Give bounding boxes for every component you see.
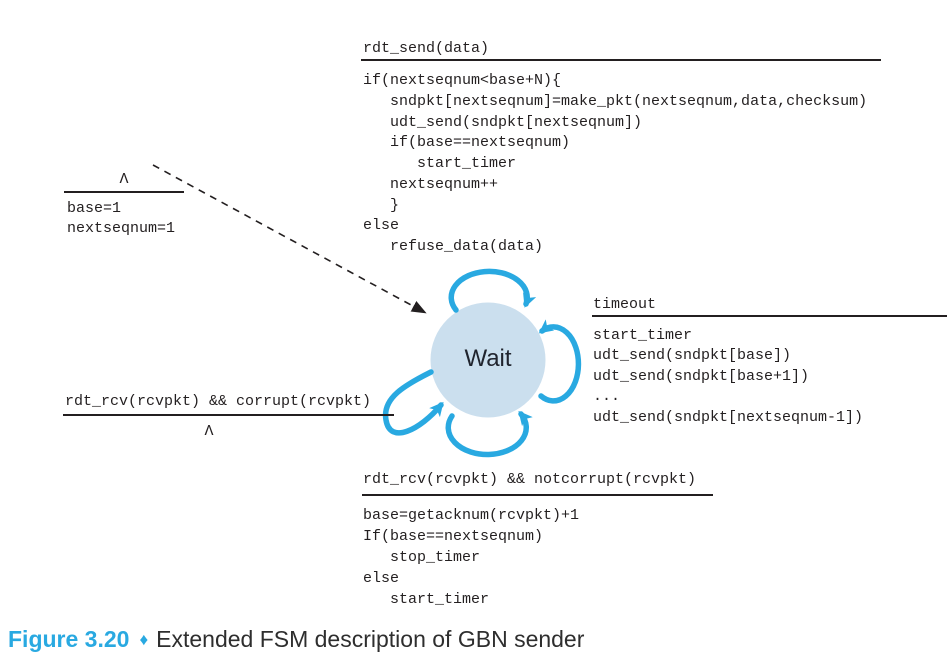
wait-state-circle	[430, 302, 546, 418]
timeout-rule	[592, 315, 947, 317]
figure-caption: Figure 3.20 ♦ Extended FSM description of …	[8, 626, 584, 653]
timeout-actions: start_timer udt_send(sndpkt[base]) udt_s…	[593, 327, 864, 426]
figure-caption-text: Extended FSM description of GBN sender	[156, 626, 585, 652]
init-actions: base=1 nextseqnum=1	[67, 200, 176, 237]
ack-actions: base=getacknum(rcvpkt)+1 If(base==nextse…	[363, 507, 580, 608]
rdt-send-event: rdt_send(data)	[363, 40, 490, 57]
self-loop-right-arrow	[538, 319, 582, 404]
rdt-send-rule	[361, 59, 881, 61]
ack-event: rdt_rcv(rcvpkt) && notcorrupt(rcvpkt)	[363, 471, 697, 488]
ack-rule	[362, 494, 713, 496]
corrupt-rule	[63, 414, 394, 416]
self-loop-left-arrow	[382, 369, 444, 436]
figure-number: Figure 3.20	[8, 626, 130, 652]
corrupt-event: rdt_rcv(rcvpkt) && corrupt(rcvpkt)	[65, 393, 372, 410]
diamond-icon: ♦	[139, 630, 149, 649]
rdt-send-actions: if(nextseqnum<base+N){ sndpkt[nextseqnum…	[363, 72, 868, 255]
self-loop-bottom-arrow	[445, 410, 533, 458]
init-transition-rule	[64, 191, 184, 193]
init-event-lambda: Λ	[119, 171, 129, 188]
wait-state-label: Wait	[464, 345, 512, 372]
self-loop-top-arrow	[448, 268, 537, 313]
corrupt-actions-lambda: Λ	[204, 423, 214, 440]
timeout-event: timeout	[593, 296, 657, 313]
